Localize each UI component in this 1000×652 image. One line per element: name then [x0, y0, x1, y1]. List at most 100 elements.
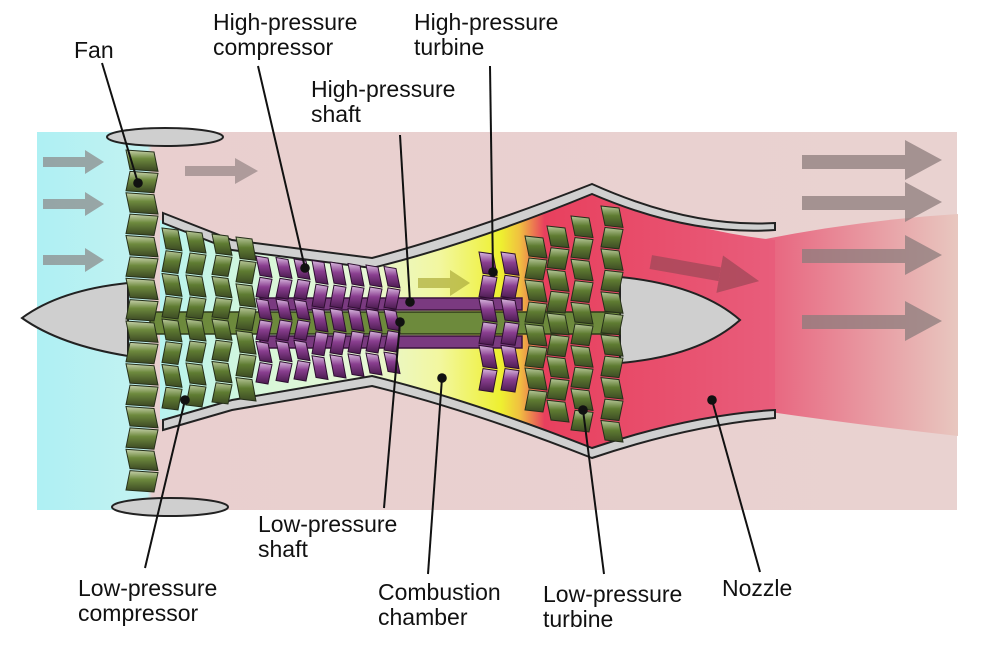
- lp-turbine-blade: [546, 399, 570, 423]
- hp-compressor-blade: [347, 285, 365, 310]
- hp-compressor-blade: [383, 287, 401, 310]
- fan-blade: [125, 470, 159, 493]
- lp-compressor-blade: [211, 382, 233, 405]
- lp-compressor-blade: [235, 330, 257, 355]
- lp-turbine-blade: [546, 312, 570, 336]
- lp-turbine-blade: [600, 398, 624, 422]
- fan-blade: [125, 320, 159, 343]
- fan-blade: [125, 363, 159, 386]
- hp-compressor-blade: [293, 278, 311, 301]
- flow-arrows: [43, 140, 942, 341]
- fan-blade: [125, 448, 159, 472]
- lp-turbine-blade: [570, 345, 594, 368]
- hp-turbine-blade: [500, 321, 520, 346]
- lp-turbine-blade: [546, 290, 570, 314]
- lp-turbine-blade: [524, 367, 548, 391]
- lp-turbine-blade: [600, 226, 624, 250]
- lp-turbine-blade: [524, 323, 548, 347]
- fan-blade: [125, 192, 159, 215]
- hp-compressor-blade: [311, 331, 329, 357]
- hp-compressor-blade: [347, 308, 365, 332]
- lp-compressor-blade: [161, 295, 183, 320]
- hp-compressor-blade: [275, 319, 293, 342]
- leader-combustion: [427, 373, 447, 575]
- lp-turbine-blade: [600, 269, 624, 293]
- leader-nozzle: [707, 395, 761, 573]
- nozzle-arrow: [649, 255, 760, 293]
- lp-compressor-blade: [185, 274, 207, 298]
- hp-compressor-blade: [383, 265, 401, 289]
- lp-compressor-blade: [211, 254, 233, 278]
- hp-compressor-blade: [293, 319, 311, 341]
- hp-compressor-blade: [255, 298, 273, 321]
- lp-turbine-blade: [546, 225, 570, 249]
- fan-blade: [125, 277, 159, 301]
- lp-compressor-blade: [161, 272, 183, 297]
- hp-compressor-blade: [255, 362, 273, 385]
- lp-compressor-blade: [211, 233, 233, 256]
- hp-compressor-blade: [293, 299, 311, 321]
- leader-fan: [101, 62, 143, 188]
- lp-turbine-blade: [600, 205, 624, 229]
- lp-turbine-blade: [570, 409, 594, 433]
- lp-turbine-blade: [570, 366, 594, 390]
- lp-turbine-blade: [570, 388, 594, 411]
- hp-compressor-blade: [275, 298, 293, 321]
- fan-blade: [125, 427, 159, 450]
- lp-turbine-blade: [600, 248, 624, 271]
- exhaust-arrow: [802, 235, 942, 275]
- hp-compressor-blade: [311, 355, 329, 381]
- lp-turbine-blade: [546, 247, 570, 271]
- lp-compressor-blade: [211, 360, 233, 384]
- hp-compressor-blade: [311, 307, 329, 333]
- nacelle-lip-bottom: [111, 497, 229, 517]
- lp-turbine-blade: [524, 279, 548, 303]
- hp-compressor-blade: [275, 256, 293, 279]
- lp-compressor-blade: [185, 362, 207, 386]
- exhaust-arrow: [802, 301, 942, 341]
- hp-compressor-blade: [275, 361, 293, 384]
- lp-compressor-blade: [161, 363, 183, 388]
- fan-blade: [125, 234, 159, 258]
- high-pressure-turbine-blades: [478, 251, 520, 393]
- hp-turbine-blade: [478, 368, 498, 393]
- leader-lp-shaft: [383, 317, 405, 509]
- lp-compressor-blade: [161, 341, 183, 366]
- fan-blade: [125, 256, 159, 279]
- lp-turbine-blade: [546, 334, 570, 358]
- exhaust-arrow: [802, 182, 942, 222]
- hp-compressor-blade: [365, 352, 383, 376]
- lp-turbine-blade: [600, 312, 624, 336]
- lp-compressor-blade: [235, 353, 257, 379]
- lp-turbine-blade: [600, 377, 624, 400]
- lp-compressor-blade: [185, 230, 207, 254]
- lp-turbine-blade: [546, 377, 570, 401]
- lp-turbine-blade: [524, 345, 548, 369]
- lp-turbine-blade: [600, 291, 624, 314]
- hp-turbine-blade: [500, 298, 520, 323]
- lp-compressor-blade: [161, 318, 183, 343]
- fan-blade: [125, 213, 159, 237]
- lp-compressor-blade: [185, 384, 207, 408]
- lp-compressor-blade: [235, 306, 257, 332]
- bypass-arrow: [185, 158, 258, 184]
- hp-compressor-blade: [347, 330, 365, 355]
- fan-blade: [125, 170, 159, 194]
- lp-turbine-blade: [524, 235, 548, 259]
- lp-compressor-blade: [211, 297, 233, 320]
- lp-turbine-blade: [546, 356, 570, 380]
- nacelle-lip-top: [106, 127, 224, 147]
- fan-blade: [125, 341, 159, 365]
- label-fan: Fan: [74, 37, 114, 63]
- lp-compressor-blade: [211, 339, 233, 363]
- lp-compressor-blade: [185, 318, 207, 342]
- lp-turbine-blade: [570, 323, 594, 347]
- leader-hp-compressor: [257, 65, 310, 273]
- lp-turbine-blade: [570, 215, 594, 239]
